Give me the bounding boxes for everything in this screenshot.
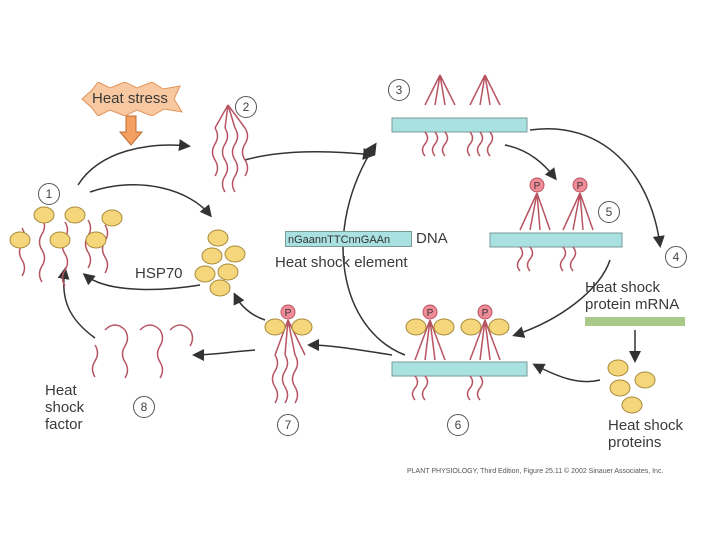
arrow-proteins-to-6	[532, 363, 601, 383]
phospho-label: P	[285, 308, 292, 319]
hs-proteins-label-line2: proteins	[608, 434, 662, 451]
dna-bar-6	[391, 361, 528, 377]
arrow-hsp70-to-1	[82, 273, 201, 291]
arrow-3-to-4	[529, 128, 665, 248]
hsf-trimer-2	[211, 104, 249, 193]
phospho-label: P	[577, 181, 584, 192]
arrow-mrna-to-6	[512, 259, 611, 338]
hsf-trimers-on-dna-3	[421, 74, 501, 157]
heat-stress-label: Heat stress	[92, 90, 168, 107]
hs-proteins-label-line1: Heat shock	[608, 417, 684, 434]
step-8-badge: 8	[133, 396, 155, 418]
arrow-1-to-2	[77, 139, 191, 186]
arrow-1-to-hsp70	[89, 184, 212, 218]
dna-bar-5	[489, 232, 623, 248]
figure-credit: PLANT PHYSIOLOGY, Third Edition, Figure …	[407, 468, 664, 475]
arrow-2-to-3	[244, 147, 375, 161]
step-4-badge: 4	[665, 246, 687, 268]
mrna-label-line1: Heat shock	[585, 279, 661, 296]
mrna-bar	[585, 317, 685, 326]
arrow-6-to-7	[307, 339, 393, 356]
step-1-badge: 1	[38, 183, 60, 205]
step-3-badge: 3	[388, 79, 410, 101]
hsf-label-line3: factor	[45, 416, 83, 433]
heat-stress-burst	[81, 82, 184, 116]
arrow-7-to-8	[192, 348, 256, 361]
phospho-label: P	[534, 181, 541, 192]
dna-bar-3	[391, 117, 528, 133]
dna-label: DNA	[416, 230, 448, 247]
hsf-label-line1: Heat	[45, 382, 77, 399]
hsf-monomers-8	[91, 324, 194, 379]
hsp-bound-trimers-6	[411, 319, 501, 401]
hsp70-label: HSP70	[135, 265, 183, 282]
heat-shock-proteins-cluster	[607, 359, 656, 414]
released-trimer-7	[271, 319, 306, 404]
dna-sequence-box: nGaannTTCnnGAAn	[285, 231, 412, 247]
phospho-label: P	[427, 308, 434, 319]
step-6-badge: 6	[447, 414, 469, 436]
step-5-badge: 5	[598, 201, 620, 223]
phospho-trimers-5	[516, 192, 594, 272]
step-2-badge: 2	[235, 96, 257, 118]
heat-shock-element-label: Heat shock element	[275, 254, 408, 271]
arrow-8-to-1	[57, 267, 96, 339]
phospho-circles	[280, 177, 588, 320]
heat-arrow	[118, 115, 144, 146]
mrna-label-line2: protein mRNA	[585, 296, 680, 313]
hsf-label-line2: shock	[45, 399, 85, 416]
phospho-labels: P P P P P	[285, 181, 584, 319]
arrow-3-to-5	[504, 144, 557, 181]
arrow-6-to-3	[342, 142, 406, 356]
hsp70-cluster	[194, 229, 246, 297]
phospho-label: P	[482, 308, 489, 319]
step-7-badge: 7	[277, 414, 299, 436]
arrow-7-to-hsp70	[233, 292, 266, 321]
